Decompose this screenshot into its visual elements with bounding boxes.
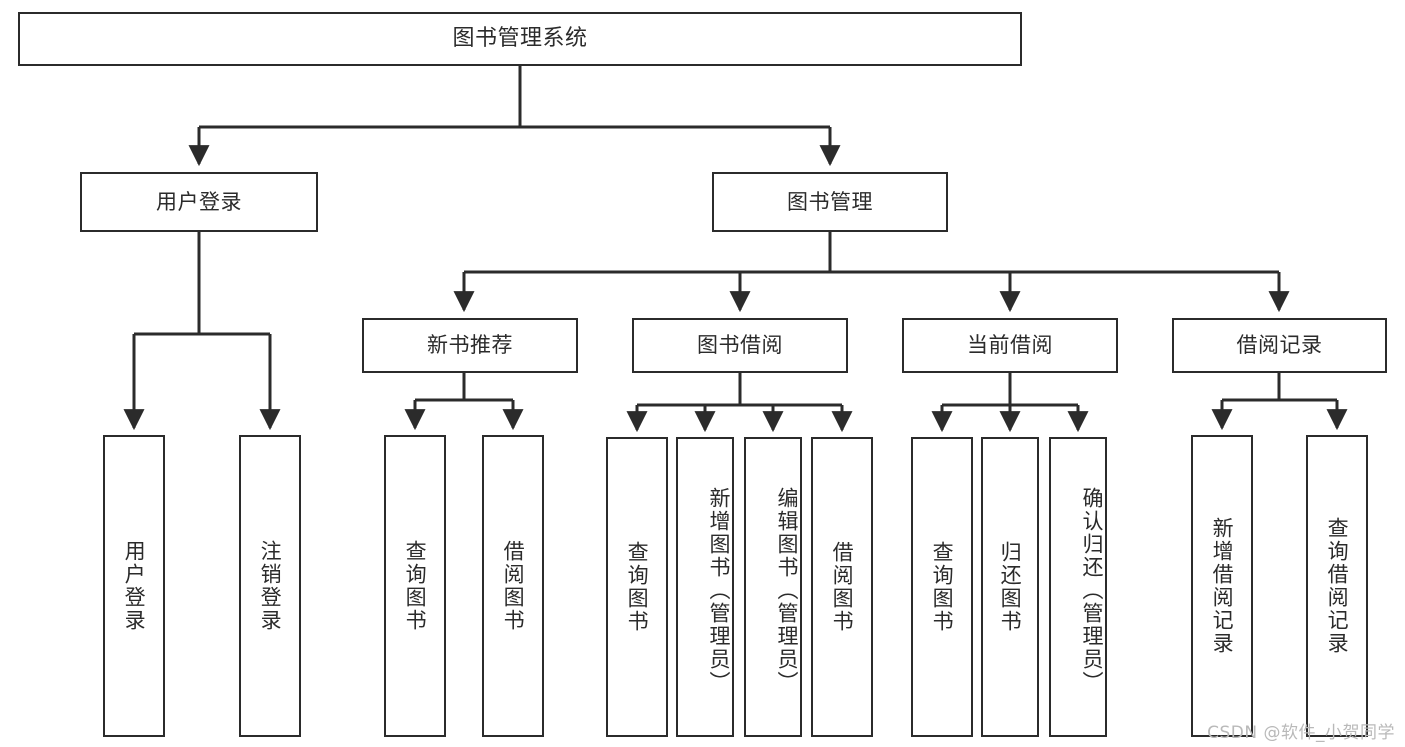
node-leaf-borrow-books-rec-label: 借阅图书 — [501, 540, 526, 632]
node-leaf-user-login-label: 用户登录 — [122, 540, 147, 632]
node-leaf-edit-book-admin-label: 编辑图书（管理员） — [775, 486, 799, 694]
node-leaf-add-borrow-record[interactable]: 新增借阅记录 — [1191, 435, 1253, 737]
watermark-text: CSDN @软件_小贺同学 — [1207, 723, 1395, 743]
node-leaf-return-books-label: 归还图书 — [998, 541, 1023, 633]
node-leaf-query-books-borrow[interactable]: 查询图书 — [606, 437, 668, 737]
node-leaf-add-book-admin[interactable]: 新增图书（管理员） — [676, 437, 734, 737]
node-leaf-user-login[interactable]: 用户登录 — [103, 435, 165, 737]
node-leaf-add-borrow-record-label: 新增借阅记录 — [1210, 517, 1235, 655]
node-leaf-borrow-books-borrow-label: 借阅图书 — [830, 541, 855, 633]
node-current-borrowing[interactable]: 当前借阅 — [902, 318, 1118, 373]
node-leaf-add-book-admin-label: 新增图书（管理员） — [707, 486, 731, 694]
node-new-book-recommendation[interactable]: 新书推荐 — [362, 318, 578, 373]
node-user-login[interactable]: 用户登录 — [80, 172, 318, 232]
node-leaf-confirm-return-admin[interactable]: 确认归还（管理员） — [1049, 437, 1107, 737]
node-leaf-query-books-current-label: 查询图书 — [930, 541, 955, 633]
node-leaf-borrow-books-rec[interactable]: 借阅图书 — [482, 435, 544, 737]
node-leaf-borrow-books-borrow[interactable]: 借阅图书 — [811, 437, 873, 737]
node-leaf-logout[interactable]: 注销登录 — [239, 435, 301, 737]
node-book-borrowing-label: 图书借阅 — [697, 333, 783, 357]
node-root-label: 图书管理系统 — [452, 26, 588, 51]
node-book-management-label: 图书管理 — [787, 189, 873, 214]
node-leaf-edit-book-admin[interactable]: 编辑图书（管理员） — [744, 437, 802, 737]
node-leaf-logout-label: 注销登录 — [258, 540, 283, 632]
node-leaf-confirm-return-admin-label: 确认归还（管理员） — [1080, 486, 1104, 694]
node-root[interactable]: 图书管理系统 — [18, 12, 1022, 66]
node-leaf-query-borrow-record-label: 查询借阅记录 — [1325, 517, 1350, 655]
node-book-management[interactable]: 图书管理 — [712, 172, 948, 232]
node-leaf-query-books-current[interactable]: 查询图书 — [911, 437, 973, 737]
node-leaf-query-books-borrow-label: 查询图书 — [625, 541, 650, 633]
node-leaf-query-books-rec-label: 查询图书 — [403, 540, 428, 632]
node-new-book-recommendation-label: 新书推荐 — [427, 333, 513, 357]
node-leaf-return-books[interactable]: 归还图书 — [981, 437, 1039, 737]
node-user-login-label: 用户登录 — [156, 189, 242, 214]
node-current-borrowing-label: 当前借阅 — [967, 333, 1053, 357]
node-borrowing-record[interactable]: 借阅记录 — [1172, 318, 1387, 373]
node-borrowing-record-label: 借阅记录 — [1236, 333, 1323, 357]
node-leaf-query-books-rec[interactable]: 查询图书 — [384, 435, 446, 737]
node-leaf-query-borrow-record[interactable]: 查询借阅记录 — [1306, 435, 1368, 737]
node-book-borrowing[interactable]: 图书借阅 — [632, 318, 848, 373]
